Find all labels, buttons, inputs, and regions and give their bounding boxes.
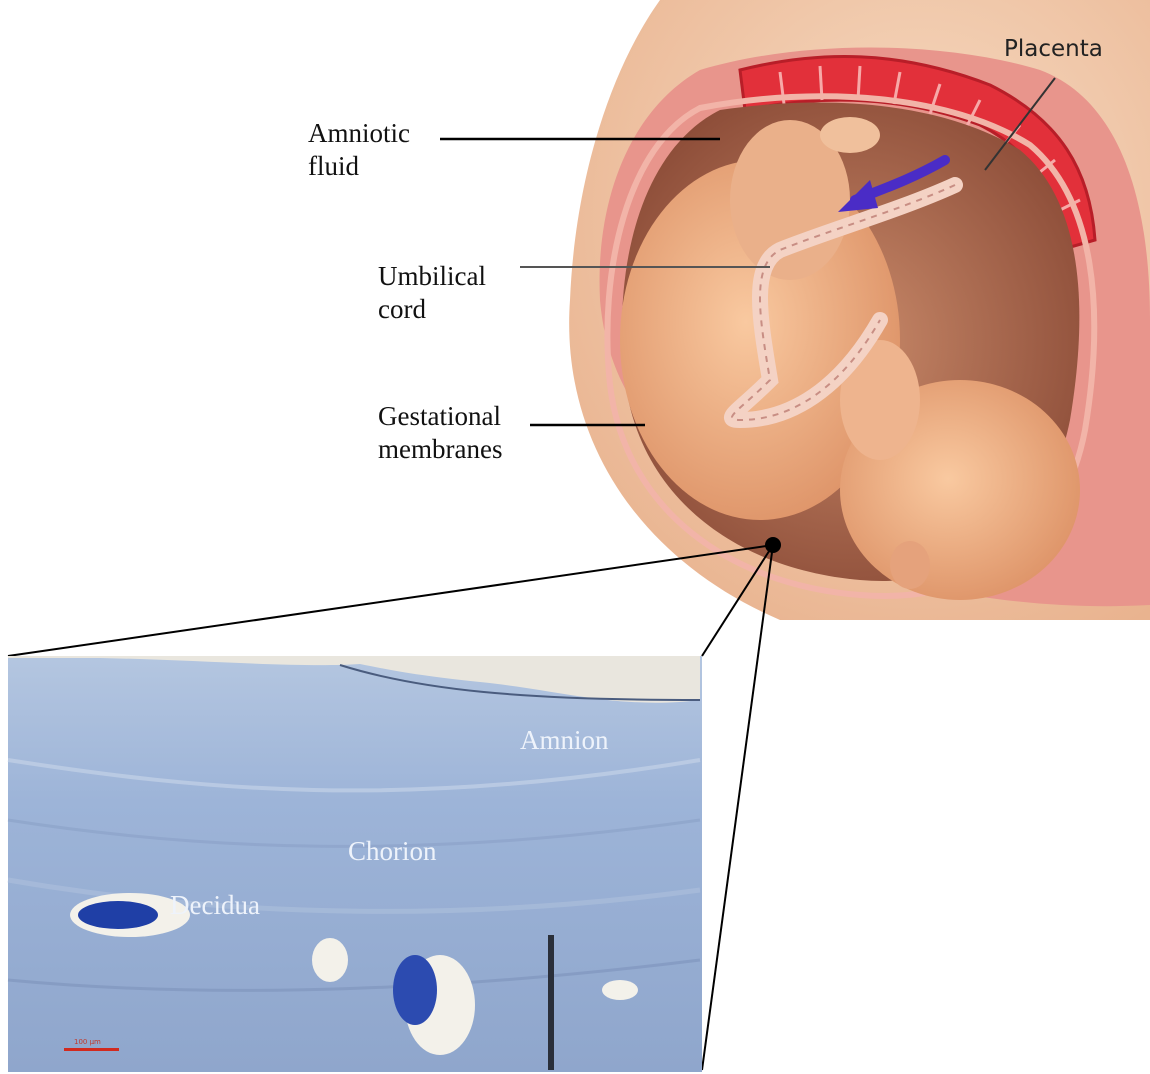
fetus-ear — [890, 541, 930, 589]
scale-bar-label: 100 µm — [74, 1038, 101, 1046]
label-decidua: Decidua — [170, 890, 260, 921]
label-gestational-membranes: Gestational membranes — [378, 400, 502, 466]
label-amnion: Amnion — [520, 725, 609, 756]
label-umbilical-cord: Umbilical cord — [378, 260, 486, 326]
dark-vessel — [78, 901, 158, 929]
label-chorion: Chorion — [348, 836, 437, 867]
scale-bar — [64, 1048, 119, 1051]
zoom-line-bottom — [702, 545, 773, 1070]
label-placenta: Placenta — [1004, 36, 1103, 62]
fetus-foot — [820, 117, 880, 153]
zoom-line-left — [8, 545, 773, 656]
label-amniotic-fluid: Amniotic fluid — [308, 117, 410, 183]
